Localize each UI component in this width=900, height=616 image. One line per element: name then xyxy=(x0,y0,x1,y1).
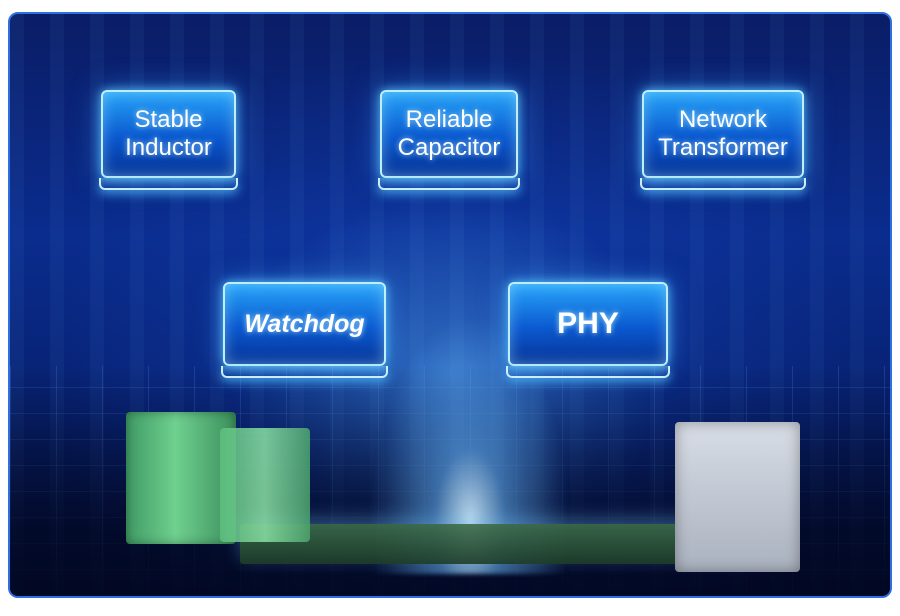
chip-label-reliable-capacitor: Reliable Capacitor xyxy=(397,106,501,161)
chip-label-phy: PHY xyxy=(557,306,619,340)
chip-phy: PHY xyxy=(506,282,670,378)
chip-reliable-capacitor: Reliable Capacitor xyxy=(378,90,520,190)
chip-network-transformer: Network Transformer xyxy=(640,90,806,190)
rj45-ethernet-port xyxy=(675,422,800,572)
chip-label-network-transformer: Network Transformer xyxy=(658,106,788,161)
chip-label-stable-inductor: Stable Inductor xyxy=(125,106,212,161)
terminal-block-connector-secondary xyxy=(220,428,310,542)
chip-label-watchdog: Watchdog xyxy=(244,309,365,338)
chip-stable-inductor: Stable Inductor xyxy=(99,90,238,190)
chip-watchdog: Watchdog xyxy=(221,282,388,378)
terminal-block-connector xyxy=(126,412,236,544)
